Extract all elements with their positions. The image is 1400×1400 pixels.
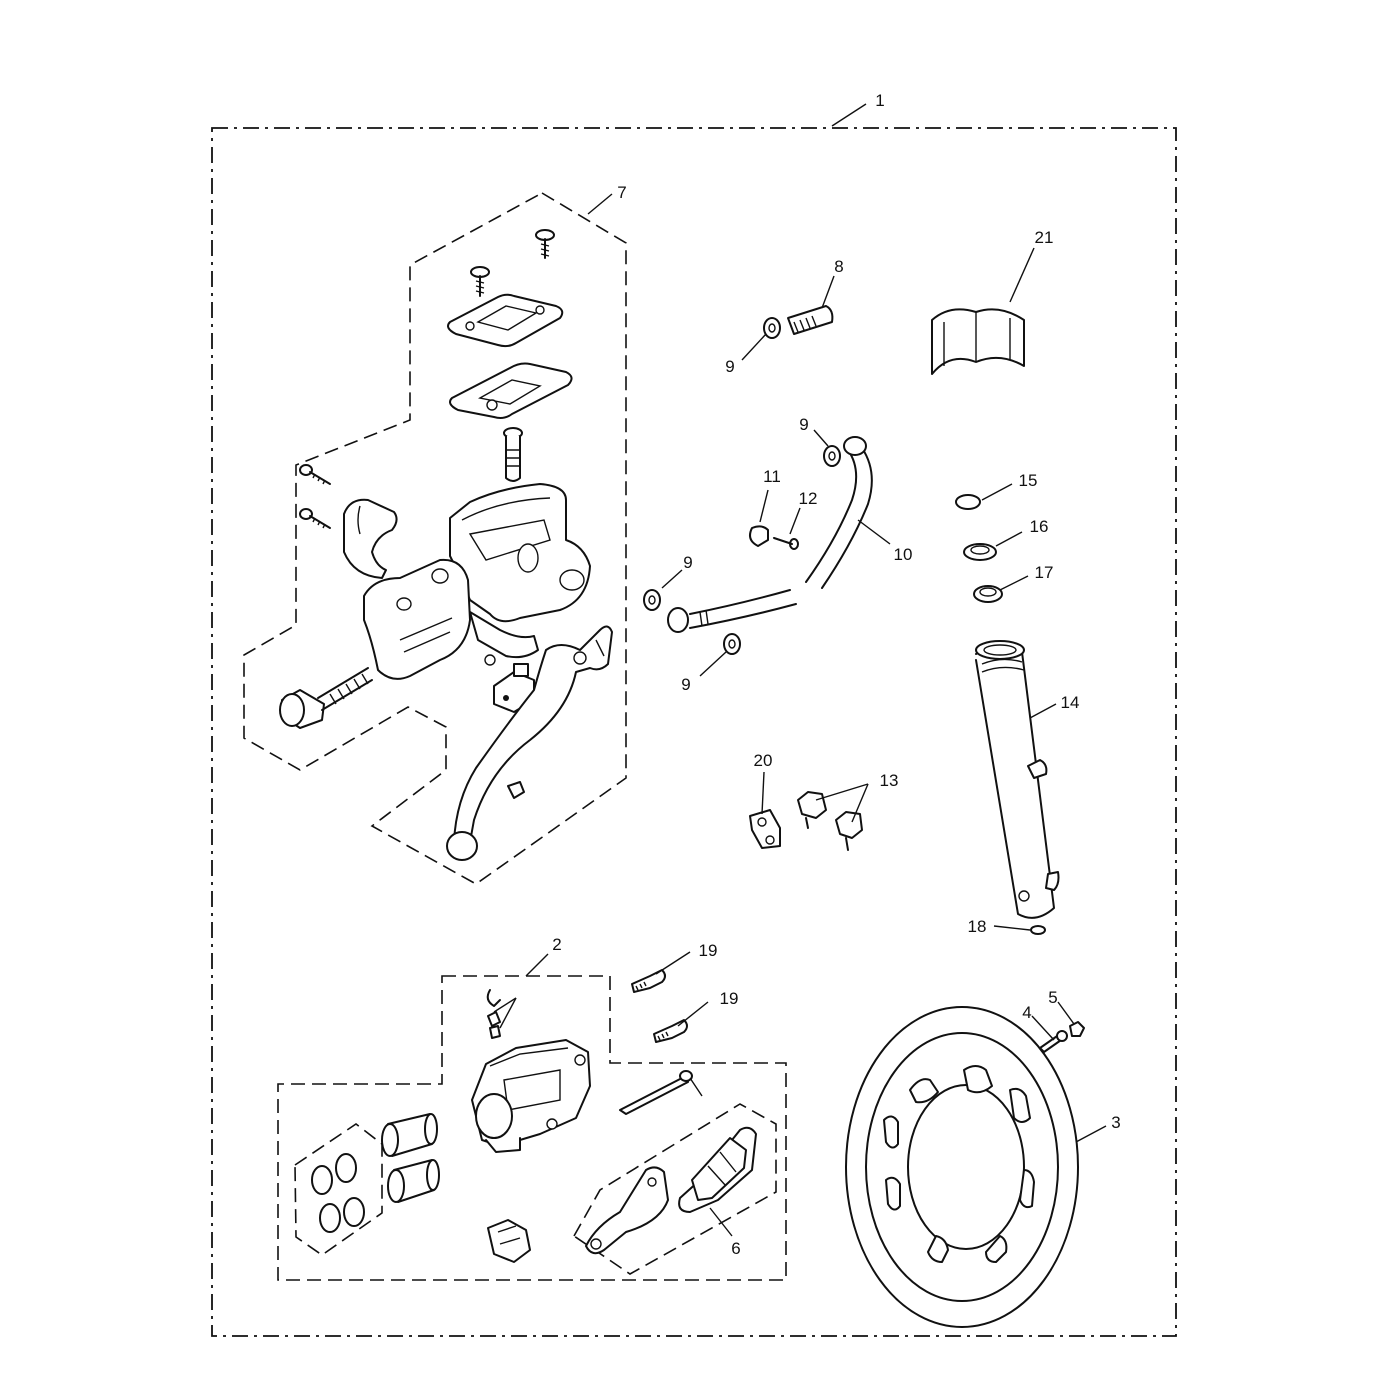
callout-10: 10 (894, 545, 913, 564)
disc-bolt (1039, 1030, 1068, 1053)
sealing-washer-2 (823, 445, 841, 467)
brake-disc (845, 1006, 1079, 1328)
fork-slider (975, 640, 1060, 919)
lever-pivot-bolt (503, 427, 523, 482)
clamp-bolt-lower (299, 508, 331, 529)
callout-9-hose-upper: 9 (799, 415, 808, 434)
callout-5: 5 (1048, 988, 1057, 1007)
caliper-pin-clip (486, 989, 501, 1039)
callout-2: 2 (552, 935, 561, 954)
fork-drain-washer (1030, 925, 1046, 935)
fastener-nut-1 (797, 791, 827, 829)
lever-nut (507, 781, 525, 799)
fastener-nut-2 (835, 811, 863, 851)
master-cylinder-body (363, 483, 591, 680)
callout-12: 12 (799, 489, 818, 508)
pad-spring (487, 1219, 531, 1263)
clip-screw (773, 537, 799, 550)
pad-pin (619, 1070, 693, 1115)
master-cylinder-group-boundary (243, 192, 627, 885)
callout-6: 6 (731, 1239, 740, 1258)
callout-9-mid: 9 (683, 553, 692, 572)
reservoir-diaphragm (449, 362, 573, 419)
fork-dust-seal (973, 585, 1003, 603)
callout-3: 3 (1111, 1113, 1120, 1132)
callout-7: 7 (617, 183, 626, 202)
callout-1: 1 (875, 91, 884, 110)
mounting-spacer (749, 809, 781, 849)
callout-18: 18 (968, 917, 987, 936)
piston-seal-4 (343, 1197, 365, 1227)
callout-11: 11 (763, 467, 781, 486)
piston-seal-2 (335, 1153, 357, 1183)
caliper-group-boundary (277, 975, 787, 1281)
caliper-bolt-1 (631, 969, 666, 993)
piston-seal-3 (319, 1203, 341, 1233)
hose-clip (749, 525, 769, 547)
brake-pad-1 (585, 1166, 669, 1255)
reservoir-screw-left (470, 266, 490, 297)
disc-nut (1069, 1021, 1085, 1037)
callout-9-top: 9 (725, 357, 734, 376)
callout-9-low: 9 (681, 675, 690, 694)
sealing-washer-3 (643, 589, 661, 611)
brake-pad-2 (678, 1126, 757, 1213)
callout-8: 8 (834, 257, 843, 276)
reservoir-cap (447, 293, 564, 348)
callout-20: 20 (754, 751, 773, 770)
caliper-body (471, 1039, 591, 1153)
sealing-washer-4 (723, 633, 741, 655)
fork-o-ring (955, 494, 981, 510)
reservoir-screw-right (535, 229, 555, 259)
handlebar-clamp (343, 498, 398, 579)
callout-19-lower: 19 (720, 989, 739, 1008)
seal-kit-boundary (294, 1123, 383, 1256)
leader-lines (493, 103, 1107, 1237)
callout-4: 4 (1022, 1003, 1031, 1022)
caliper-piston-1 (381, 1113, 438, 1157)
piston-seal-1 (311, 1165, 333, 1195)
caliper-piston-2 (387, 1159, 440, 1203)
brake-lever (446, 625, 613, 861)
callout-16: 16 (1030, 517, 1049, 536)
callout-21: 21 (1035, 228, 1054, 247)
callout-13: 13 (880, 771, 899, 790)
brake-hose (667, 436, 873, 633)
clamp-bolt-upper (299, 464, 331, 485)
pad-kit-boundary (572, 1103, 777, 1275)
fork-oil-seal (963, 543, 997, 561)
callout-17: 17 (1035, 563, 1054, 582)
fork-cover (931, 308, 1025, 375)
banjo-bolt (787, 305, 834, 335)
callout-15: 15 (1019, 471, 1038, 490)
callout-19-upper: 19 (699, 941, 718, 960)
callout-14: 14 (1061, 693, 1080, 712)
sealing-washer-1 (763, 317, 781, 339)
push-rod-adjuster (279, 667, 373, 729)
